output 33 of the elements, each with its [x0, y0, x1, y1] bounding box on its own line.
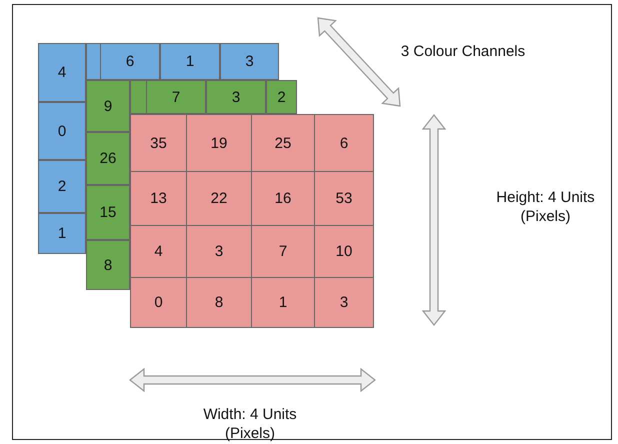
grid-cell: 25	[251, 114, 315, 172]
dimension-label: 3 Colour Channels	[400, 42, 526, 61]
grid-cell: 2	[266, 80, 297, 114]
grid-cell: 35	[130, 114, 187, 172]
grid-cell: 6	[86, 43, 160, 80]
grid-cell: 3	[186, 225, 252, 278]
grid-cell: 8	[86, 240, 130, 290]
grid-cell: 0	[130, 277, 187, 328]
dimension-label: Width: 4 Units (Pixels)	[202, 405, 298, 443]
grid-cell: 10	[314, 225, 374, 278]
grid-cell: 2	[38, 160, 86, 213]
dimension-label: Height: 4 Units (Pixels)	[495, 188, 596, 226]
grid-cell: 7	[130, 80, 206, 114]
grid-cell: 15	[86, 185, 130, 240]
grid-cell: 53	[314, 171, 374, 226]
grid-cell: 4	[38, 43, 86, 102]
grid-cell: 19	[186, 114, 252, 172]
grid-cell: 13	[130, 171, 187, 226]
grid-cell: 8	[186, 277, 252, 328]
grid-cell: 9	[86, 80, 130, 132]
grid-cell: 7	[251, 225, 315, 278]
grid-cell: 1	[38, 213, 86, 254]
grid-cell: 22	[186, 171, 252, 226]
grid-cell: 1	[251, 277, 315, 328]
grid-cell: 26	[86, 132, 130, 185]
grid-cell: 1	[160, 43, 220, 80]
grid-cell: 16	[251, 171, 315, 226]
grid-cell: 6	[314, 114, 374, 172]
grid-cell: 0	[38, 102, 86, 160]
grid-cell: 3	[220, 43, 279, 80]
grid-cell: 3	[206, 80, 266, 114]
grid-cell: 4	[130, 225, 187, 278]
grid-cell: 3	[314, 277, 374, 328]
